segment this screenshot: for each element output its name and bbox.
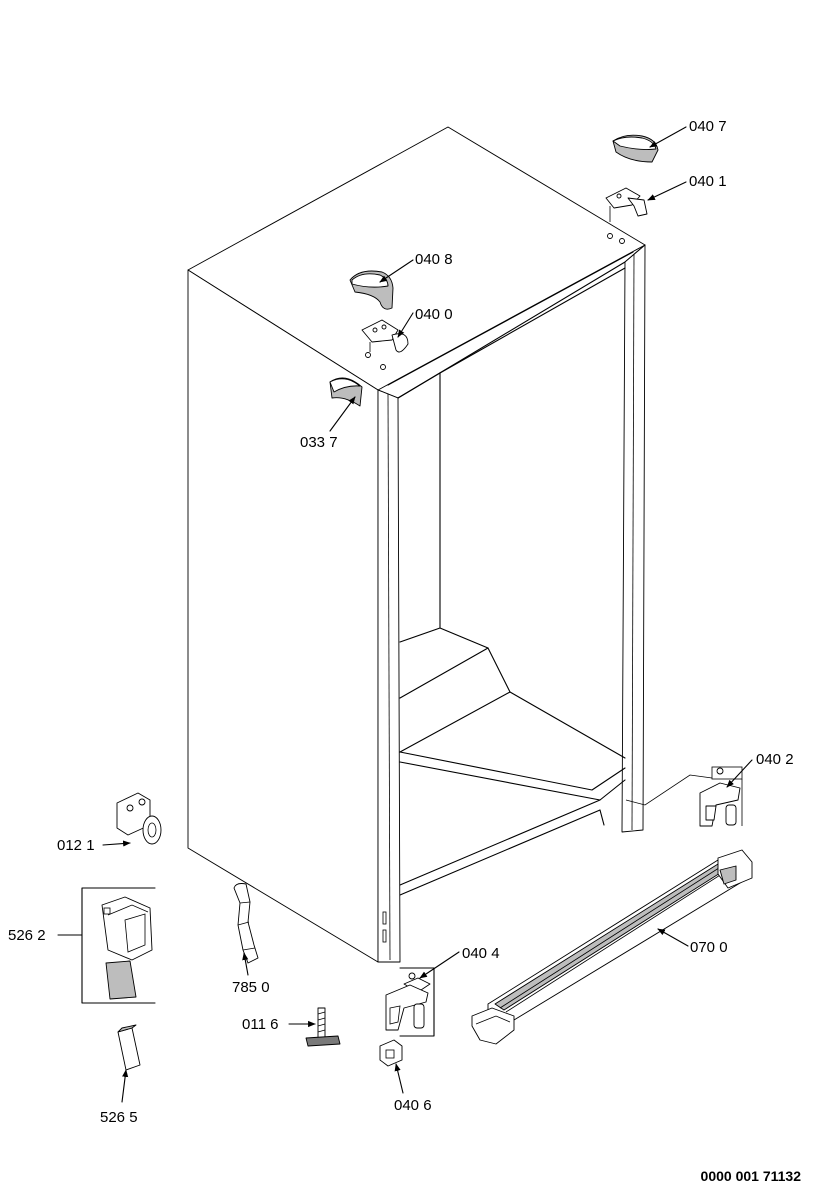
- callout-labels: 040 7 040 1 040 8 040 0 033 7 040 2 012 …: [8, 118, 794, 1126]
- callout-040-6: 040 6: [394, 1097, 432, 1114]
- callout-526-2: 526 2: [8, 927, 46, 944]
- small-cover-plate: [117, 1024, 141, 1071]
- cabinet-body: [187, 126, 713, 963]
- castor-wheel: [116, 792, 162, 845]
- relay-cover-assembly: [81, 887, 156, 1004]
- hinge-lower-left: [385, 967, 435, 1037]
- hinge-clip: [379, 1039, 403, 1067]
- callout-040-7: 040 7: [689, 118, 727, 135]
- front-kickplate-grille: [471, 849, 753, 1045]
- callout-040-8: 040 8: [415, 251, 453, 268]
- callout-012-1: 012 1: [57, 837, 95, 854]
- drain-hose: [233, 883, 259, 964]
- callout-070-0: 070 0: [690, 939, 728, 956]
- hinge-lower-right: [699, 766, 743, 827]
- callout-785-0: 785 0: [232, 979, 270, 996]
- callout-011-6: 011 6: [242, 1016, 278, 1033]
- hinge-bracket-top-right: [605, 187, 648, 222]
- callout-040-0: 040 0: [415, 306, 453, 323]
- hinge-bracket-top-left: [361, 319, 409, 353]
- callout-leaders: [57, 126, 753, 1103]
- adjustable-foot: [305, 1007, 341, 1047]
- callout-040-1: 040 1: [689, 173, 727, 190]
- callout-040-2: 040 2: [756, 751, 794, 768]
- hinge-cover-top-right: [612, 134, 659, 163]
- callout-033-7: 033 7: [300, 434, 338, 451]
- callout-526-5: 526 5: [100, 1109, 138, 1126]
- callout-040-4: 040 4: [462, 945, 500, 962]
- document-number: 0000 001 71132: [700, 1168, 801, 1184]
